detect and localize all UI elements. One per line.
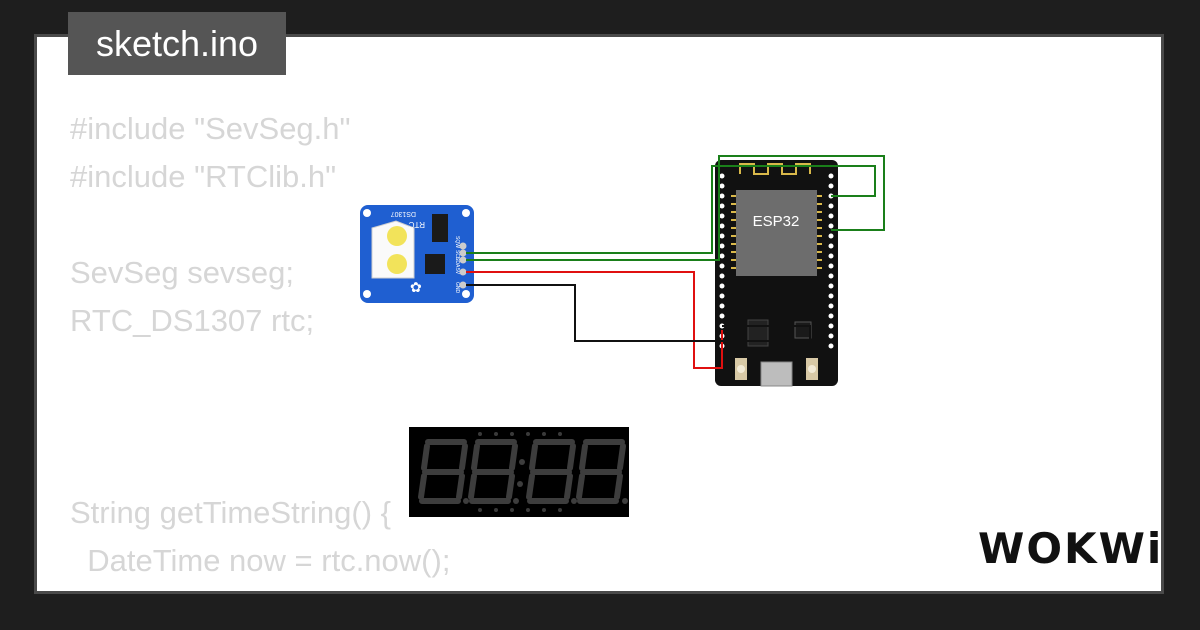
display-digit-4 [576, 439, 626, 504]
esp32-board[interactable]: ESP32 [715, 160, 838, 387]
code-line: #include "SevSeg.h" [70, 111, 351, 146]
display-digit-1 [418, 439, 468, 504]
seven-segment-display[interactable] [409, 427, 629, 517]
wires [466, 155, 885, 369]
esp32-chip-label: ESP32 [753, 213, 800, 230]
display-digit-2 [468, 439, 518, 504]
adafruit-star-icon: ✿ [410, 279, 422, 295]
pin-label-sqw: SQW [454, 236, 460, 248]
code-line: #include "RTClib.h" [70, 159, 337, 194]
coin-cell-holder [371, 220, 415, 279]
wire-gnd[interactable] [466, 284, 811, 342]
rtc-module-label: RTC [408, 220, 425, 229]
code-line: DateTime now = rtc.now(); [70, 543, 451, 578]
wokwi-logo: WOKWi [978, 524, 1164, 573]
rtc-module[interactable]: DS1307 RTC ✿ SQW SCL SDA 5V GND [360, 205, 474, 303]
rtc-chip-label: DS1307 [391, 210, 416, 217]
file-tab[interactable]: sketch.ino [68, 12, 286, 75]
reset-button-cap [808, 365, 816, 373]
code-line: String getTimeString() { [70, 495, 392, 530]
pin-label-5v: 5V [454, 268, 460, 275]
wire-sda[interactable] [466, 155, 885, 261]
wire-scl[interactable] [466, 165, 876, 254]
code-editor[interactable]: #include "SevSeg.h" #include "RTClib.h" S… [70, 105, 451, 591]
pin-label-sda: SDA [454, 257, 460, 268]
regulator [747, 319, 769, 347]
display-digit-3 [526, 439, 576, 504]
code-line: RTC_DS1307 rtc; [70, 303, 315, 338]
usb-bridge-chip [794, 321, 812, 339]
boot-button-cap [737, 365, 745, 373]
display-decimal-points [463, 459, 628, 504]
wire-5v[interactable] [466, 271, 723, 369]
pin-label-gnd: GND [454, 282, 460, 294]
esp32-module [736, 190, 817, 276]
code-line: SevSeg sevseg; [70, 255, 295, 290]
usb-port [760, 361, 793, 387]
pin-label-scl: SCL [454, 250, 460, 260]
antenna-trace [739, 163, 811, 175]
rtc-pin-header: SQW SCL SDA 5V GND [454, 236, 467, 294]
